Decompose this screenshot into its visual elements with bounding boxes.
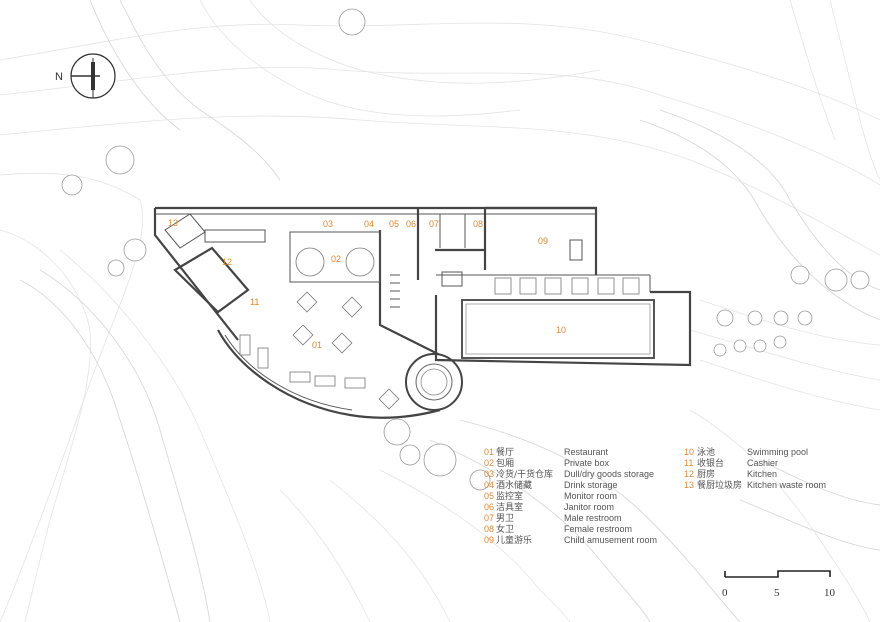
svg-text:13: 13 [684, 480, 694, 490]
room-number: 06 [406, 219, 416, 229]
svg-text:收银台: 收银台 [697, 457, 724, 469]
svg-text:Child amusement room: Child amusement room [564, 535, 657, 545]
svg-text:Restaurant: Restaurant [564, 447, 609, 457]
svg-text:Female restroom: Female restroom [564, 524, 632, 534]
room-number: 12 [222, 257, 232, 267]
north-compass [70, 53, 116, 99]
svg-text:餐厅: 餐厅 [496, 446, 514, 458]
legend-right: 10 泳池 Swimming pool 11 收银台 Cashier 12 厨房… [684, 446, 826, 491]
svg-text:酒水储藏: 酒水储藏 [496, 479, 532, 491]
svg-text:09: 09 [484, 535, 494, 545]
svg-text:Private box: Private box [564, 458, 610, 468]
room-number: 07 [429, 219, 439, 229]
svg-text:04: 04 [484, 480, 494, 490]
svg-text:Drink storage: Drink storage [564, 480, 618, 490]
svg-text:监控室: 监控室 [496, 490, 523, 502]
svg-text:洁具室: 洁具室 [496, 501, 523, 513]
svg-text:Janitor room: Janitor room [564, 502, 614, 512]
svg-text:泳池: 泳池 [697, 446, 715, 458]
scale-tick-label: 10 [824, 587, 836, 599]
svg-text:儿童游乐: 儿童游乐 [496, 534, 532, 546]
svg-text:05: 05 [484, 491, 494, 501]
room-number: 05 [389, 219, 399, 229]
svg-text:10: 10 [684, 447, 694, 457]
building-walls [153, 206, 692, 419]
svg-text:Kitchen: Kitchen [747, 469, 777, 479]
north-label: N [55, 71, 63, 83]
svg-text:女卫: 女卫 [496, 523, 514, 535]
room-number: 01 [312, 340, 322, 350]
svg-text:11: 11 [684, 458, 693, 468]
room-number: 02 [331, 254, 341, 264]
svg-text:Dull/dry goods storage: Dull/dry goods storage [564, 469, 654, 479]
scale-tick-label: 5 [774, 587, 780, 599]
svg-text:08: 08 [484, 524, 494, 534]
room-number: 13 [168, 218, 178, 228]
room-number: 08 [473, 219, 483, 229]
svg-text:03: 03 [484, 469, 494, 479]
svg-text:男卫: 男卫 [496, 513, 514, 524]
scale-tick-label: 0 [722, 587, 728, 599]
svg-text:厨房: 厨房 [697, 468, 715, 480]
svg-text:12: 12 [684, 469, 694, 479]
svg-text:07: 07 [484, 513, 494, 523]
svg-text:Male restroom: Male restroom [564, 513, 622, 523]
room-number: 11 [250, 297, 259, 307]
room-number: 10 [556, 325, 566, 335]
svg-text:06: 06 [484, 502, 494, 512]
svg-text:02: 02 [484, 458, 494, 468]
site-trees [61, 8, 870, 491]
svg-text:Monitor room: Monitor room [564, 491, 617, 501]
room-number: 04 [364, 219, 374, 229]
svg-text:包厢: 包厢 [496, 457, 514, 469]
svg-text:Swimming pool: Swimming pool [747, 447, 808, 457]
legend-left: 01 餐厅 Restaurant 02 包厢 Private box 03 冷货… [484, 446, 657, 546]
scale-bar [724, 570, 831, 578]
room-number: 09 [538, 236, 548, 246]
svg-text:餐厨垃圾房: 餐厨垃圾房 [697, 479, 742, 491]
svg-text:Cashier: Cashier [747, 458, 778, 468]
room-number: 03 [323, 219, 333, 229]
svg-text:Kitchen waste room: Kitchen waste room [747, 480, 826, 490]
svg-text:01: 01 [484, 447, 494, 457]
svg-text:冷货/干货仓库: 冷货/干货仓库 [496, 468, 553, 480]
